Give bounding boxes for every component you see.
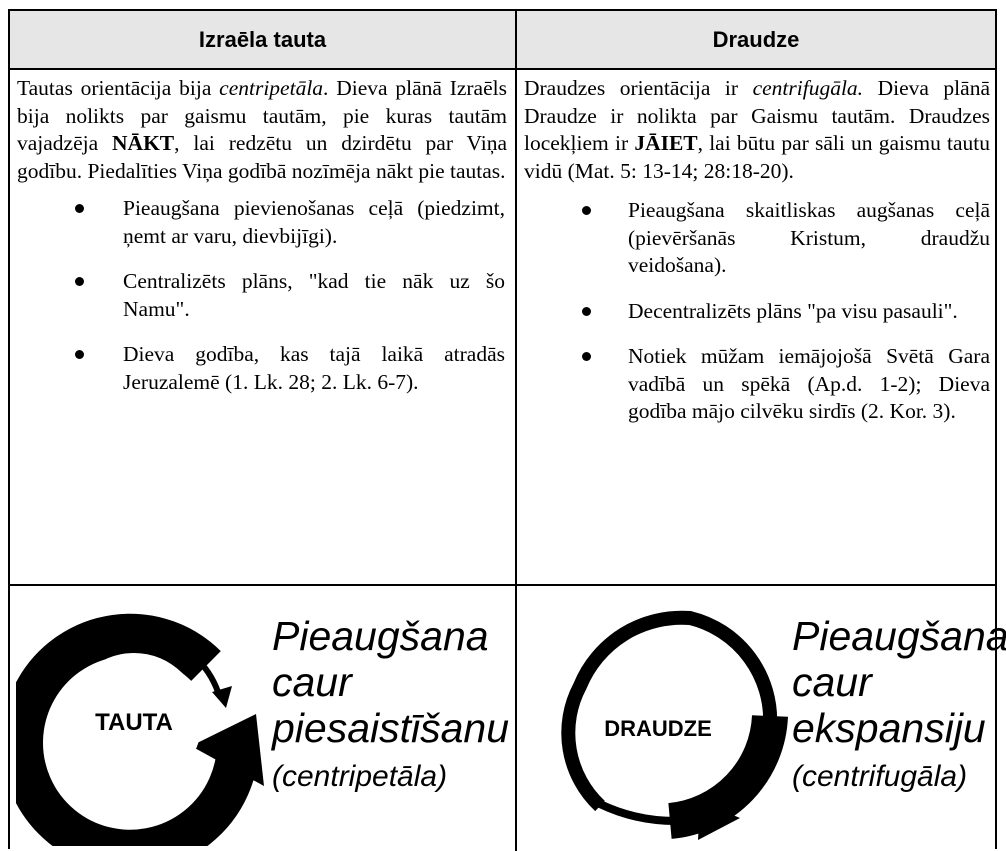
church-cycle-caption: Pieaugšana caur ekspansiju (centrifugāla… bbox=[792, 613, 1006, 793]
header-israel: Izraēla tauta bbox=[198, 26, 327, 52]
bullet-icon bbox=[75, 350, 84, 359]
list-item: Pieaugšana skaitliskas augšanas ceļā (pi… bbox=[524, 197, 990, 280]
intro-text-run: centrifugāla. bbox=[752, 76, 864, 100]
intro-text-run: Tautas orientācija bija bbox=[17, 76, 220, 100]
bullet-icon bbox=[582, 306, 591, 316]
inward-arrow-cycle-icon: TAUTA bbox=[1, 596, 266, 851]
header-church: Draudze bbox=[712, 26, 800, 52]
bullet-icon bbox=[582, 206, 591, 215]
intro-text-run: . Dieva plānā Izraēls bija nolikts par g… bbox=[17, 76, 507, 155]
intro-text-run: centripetāla bbox=[219, 76, 324, 100]
comparison-table: Izraēla tauta Draudze Tautas orientācija… bbox=[1, 9, 1006, 851]
header-divider bbox=[10, 68, 995, 70]
church-intro-paragraph: Draudzes orientācija ir centrifugāla. Di… bbox=[524, 75, 990, 185]
intro-text-run: , lai būtu par sāli un gaismu tautu vidū… bbox=[524, 131, 991, 183]
intro-text-run: Dieva plānā Draudze ir nolikta par Gaism… bbox=[524, 76, 990, 155]
table-header-row: Izraēla tauta Draudze bbox=[10, 11, 995, 68]
list-item: Dieva godība, kas tajā laikā atradās Jer… bbox=[17, 341, 507, 396]
israel-bullet-list: Pieaugšana pievienošanas ceļā (piedzimt,… bbox=[17, 195, 507, 396]
list-item: Decentralizēts plāns "pa visu pasauli". bbox=[524, 298, 990, 326]
list-item: Notiek mūžam iemājojošā Svētā Gara vadīb… bbox=[524, 343, 990, 426]
outward-arrow-spiral-icon: DRAUDZE bbox=[540, 596, 790, 846]
draudze-label: DRAUDZE bbox=[604, 716, 712, 741]
israel-intro-paragraph: Tautas orientācija bija centripetāla. Di… bbox=[17, 75, 507, 185]
bullet-icon bbox=[75, 204, 84, 213]
church-bullet-list: Pieaugšana skaitliskas augšanas ceļā (pi… bbox=[524, 197, 990, 426]
tauta-label: TAUTA bbox=[95, 709, 173, 736]
list-item: Centralizēts plāns, "kad tie nāk uz šo N… bbox=[17, 268, 507, 323]
intro-text-run: Draudzes orientācija ir bbox=[524, 76, 753, 100]
intro-text-run: NĀKT bbox=[112, 131, 175, 155]
israel-description-cell: Tautas orientācija bija centripetāla. Di… bbox=[17, 75, 507, 396]
bullet-icon bbox=[75, 277, 84, 286]
israel-cycle-caption: Pieaugšana caur piesaistīšanu (centripet… bbox=[272, 613, 510, 793]
row-divider bbox=[10, 584, 995, 586]
column-divider bbox=[515, 11, 517, 851]
church-description-cell: Draudzes orientācija ir centrifugāla. Di… bbox=[524, 75, 990, 426]
bullet-icon bbox=[582, 352, 591, 361]
intro-text-run: JĀIET bbox=[634, 131, 698, 155]
intro-text-run: , lai redzētu un dzirdētu par Viņa godīb… bbox=[17, 131, 507, 183]
list-item: Pieaugšana pievienošanas ceļā (piedzimt,… bbox=[17, 195, 507, 250]
